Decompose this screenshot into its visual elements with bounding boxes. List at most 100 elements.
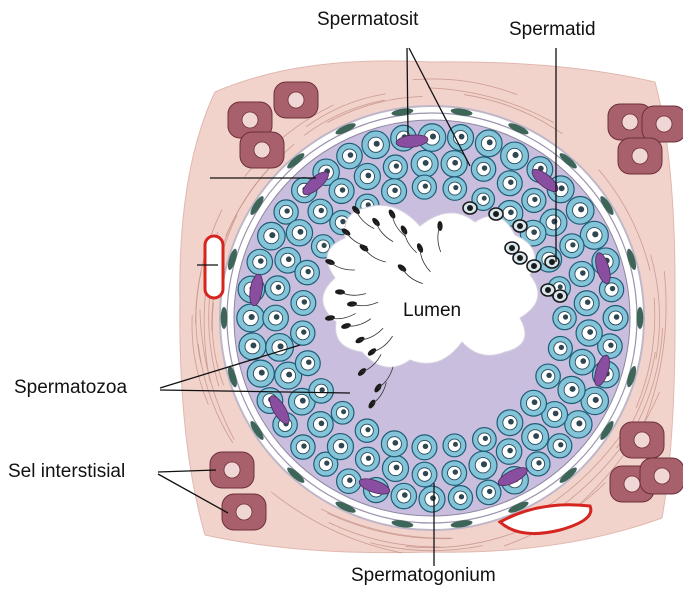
spermatocyte-cell-chromatin [423, 183, 428, 188]
interstitial-cell-nucleus [624, 476, 640, 492]
spermatocyte-cell-chromatin [394, 163, 399, 168]
spermatocyte-cell-chromatin [508, 209, 514, 215]
spermatogonium-cell-chromatin [348, 152, 354, 158]
spermatocyte-cell-chromatin [453, 469, 458, 474]
spermatogonium-cell-chromatin [610, 286, 615, 291]
spermatogonium-cell-chromatin [614, 314, 620, 320]
spermatocyte-cell-chromatin [301, 329, 306, 334]
spermatogonium-cell-chromatin [576, 420, 582, 426]
interstitial-cell-nucleus [242, 112, 258, 128]
spermatocyte-cell-chromatin [306, 359, 311, 364]
spermatocyte-cell-chromatin [394, 465, 400, 471]
spermatocyte-cell-chromatin [580, 358, 586, 364]
spermatocyte-cell-chromatin [305, 269, 310, 274]
spermatocyte-cell-chromatin [278, 343, 284, 349]
spermatogonium-cell-chromatin [592, 231, 598, 237]
spermatid-nucleus [517, 255, 523, 261]
spermatocyte-cell-chromatin [531, 229, 537, 235]
spermatogonium-cell-chromatin [558, 442, 563, 447]
spermatogonium-cell-chromatin [284, 208, 289, 213]
spermatogonium-cell-chromatin [608, 342, 613, 347]
label-lumen: Lumen [403, 300, 461, 322]
interstitial-cell-nucleus [632, 148, 648, 164]
spermatocyte-cell-chromatin [558, 284, 563, 289]
spermatocyte-cell-chromatin [585, 299, 590, 304]
spermatogonium-cell-chromatin [249, 314, 255, 320]
spermatocyte-cell-chromatin [483, 436, 488, 441]
spermatocyte-cell-chromatin [366, 456, 371, 461]
spermatid-nucleus [509, 245, 515, 251]
interstitial-cell-nucleus [654, 468, 670, 484]
spermatocyte-cell-chromatin [587, 329, 593, 335]
spermatid-nucleus [467, 205, 473, 211]
spermatocyte-cell-chromatin [532, 399, 538, 405]
spermatogonium-cell-chromatin [259, 370, 265, 376]
spermatogonium-cell-chromatin [578, 206, 584, 212]
spermatocyte-cell-chromatin [507, 448, 513, 454]
spermatogonium-cell-chromatin [347, 477, 352, 482]
myoid-cell [221, 307, 228, 329]
spermatocyte-cell-chromatin [453, 442, 458, 447]
spermatocyte-cell-chromatin [580, 270, 586, 276]
spermatogonium-cell-chromatin [430, 495, 436, 501]
interstitial-cell-nucleus [288, 92, 304, 108]
spermatocyte-cell-chromatin [453, 185, 458, 190]
spermatogonium-cell-chromatin [269, 232, 275, 238]
spermatocyte-cell-chromatin [300, 398, 306, 404]
spermatid-nucleus [531, 263, 537, 269]
spermatogonium-cell-chromatin [559, 185, 565, 191]
spermatogonium-cell-chromatin [258, 258, 264, 264]
spermatocyte-cell-chromatin [508, 419, 514, 425]
spermatocyte-cell-chromatin [319, 387, 324, 392]
label-sel-interstisial: Sel interstisial [8, 461, 125, 483]
lumen [323, 205, 538, 367]
label-spermatozoa: Spermatozoa [14, 377, 127, 399]
spermatogonium-cell-chromatin [593, 397, 599, 403]
spermatocyte-cell-chromatin [298, 229, 304, 235]
interstitial-cell-nucleus [634, 432, 650, 448]
spermatogonium-cell-chromatin [301, 443, 306, 448]
spermatocyte-cell-chromatin [365, 427, 370, 432]
spermatocyte-cell-chromatin [553, 411, 559, 417]
spermatocyte-cell-chromatin [392, 440, 398, 446]
spermatocyte-cell-chromatin [322, 243, 327, 248]
spermatocyte-cell-chromatin [532, 197, 537, 202]
interstitial-cell-nucleus [622, 114, 638, 130]
label-spermatid: Spermatid [509, 19, 596, 41]
spermatid-nucleus [493, 211, 499, 217]
spermatocyte-cell-chromatin [423, 444, 428, 449]
interstitial-cell-nucleus [254, 142, 270, 158]
label-spermatosit: Spermatosit [317, 9, 418, 31]
spermatogonium-cell-chromatin [402, 492, 408, 498]
spermatocyte-cell-chromatin [481, 461, 487, 467]
spermatocyte-cell-chromatin [559, 345, 564, 350]
spermatocyte-cell-chromatin [340, 219, 345, 224]
spermatocyte-cell-chromatin [274, 314, 280, 320]
spermatid-nucleus [549, 259, 555, 265]
spermatogonium-cell-chromatin [324, 461, 329, 466]
spermatocyte-cell-chromatin [452, 160, 458, 166]
spermatogonium-cell-chromatin [487, 489, 492, 494]
spermatocyte-cell-chromatin [570, 386, 576, 392]
interstitial-cell-nucleus [656, 116, 672, 132]
spermatocyte-cell-chromatin [319, 421, 325, 427]
spermatocyte-cell-chromatin [482, 165, 487, 170]
interstitial-cell-nucleus [224, 462, 240, 478]
spermatocyte-cell-chromatin [482, 196, 487, 201]
spermatogonium-cell-chromatin [459, 134, 465, 140]
spermatid-nucleus [545, 287, 551, 293]
spermatocyte-cell-chromatin [392, 188, 397, 193]
spermatocyte-cell-chromatin [570, 242, 575, 247]
spermatocyte-cell-chromatin [546, 373, 551, 378]
spermatocyte-cell-chromatin [423, 160, 429, 166]
spermatocyte-cell-chromatin [302, 299, 307, 304]
blood-vessel [205, 236, 223, 298]
spermatocyte-cell-chromatin [341, 409, 346, 414]
spermatocyte-cell-chromatin [533, 433, 539, 439]
spermatogonium-cell-chromatin [250, 342, 256, 348]
interstitial-cell-nucleus [236, 504, 252, 520]
label-spermatogonium: Spermatogonium [351, 565, 496, 587]
spermatocyte-cell-chromatin [339, 443, 345, 449]
